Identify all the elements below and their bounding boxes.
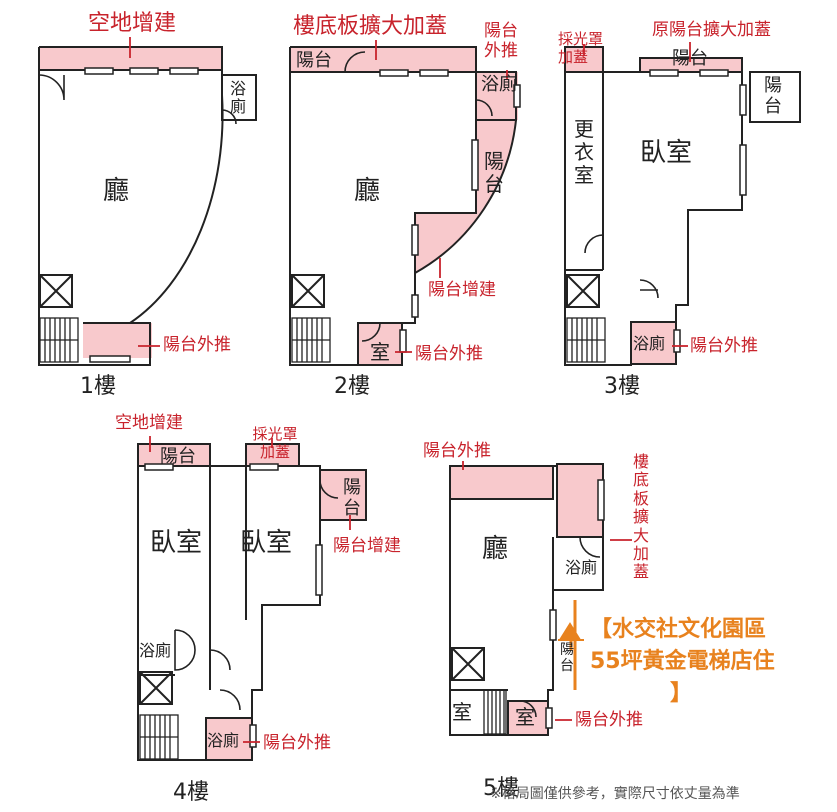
f4-bath-b-label: 浴廁 [207, 731, 240, 750]
floor-label-1: 1樓 [80, 374, 116, 399]
floor-label-2: 2樓 [334, 374, 370, 399]
f1-bath-label: 浴廁 [230, 79, 247, 117]
f3-balcony-label: 陽台 [672, 48, 708, 69]
f3-old-balcony-note: 原陽台擴大加蓋 [652, 20, 771, 40]
f2-bath-label: 浴廁 [481, 74, 517, 95]
f3-bedroom-label: 臥室 [640, 138, 693, 168]
f5-floor-ext-note: 樓底板擴大加蓋 [633, 452, 650, 582]
f2-balcony-ext-note: 陽台增建 [428, 280, 496, 300]
annex-fills [39, 47, 742, 760]
windows [84, 67, 747, 748]
f5-room-b-label: 室 [515, 705, 535, 729]
elevators [39, 274, 600, 705]
f3-closet-label: 更衣室 [574, 117, 594, 187]
f1-hall-label: 廳 [103, 176, 130, 206]
floor-label-3: 3樓 [604, 374, 640, 399]
f2-balcony-label: 陽台 [296, 50, 332, 71]
f5-room-a-label: 室 [452, 700, 472, 724]
promo-marker [558, 600, 584, 690]
f3-bath-label: 浴廁 [633, 334, 666, 353]
f3-balcony-side-label: 陽台 [764, 75, 782, 117]
f2-hall-label: 廳 [354, 176, 381, 206]
f5-hall-label: 廳 [482, 534, 509, 564]
f4-bedroom-b-label: 臥室 [240, 528, 293, 558]
f1-balcony-push-note: 陽台外推 [163, 335, 231, 355]
f4-yard-ext-note: 空地增建 [115, 413, 183, 433]
leader-lines [129, 37, 691, 743]
stairs [39, 317, 606, 760]
f2-floor-ext-note: 樓底板擴大加蓋 [293, 14, 448, 39]
f4-balcony-push-note: 陽台外推 [263, 733, 331, 753]
f3-balcony-push-note: 陽台外推 [690, 336, 758, 356]
promo-text: 【水交社文化園區 55坪黃金電梯店住 】 [560, 614, 775, 710]
f5-bath-label: 浴廁 [565, 558, 598, 577]
doors [38, 51, 659, 718]
promo-line-2: 55坪黃金電梯店住 [590, 648, 775, 674]
floor-label-4: 4樓 [173, 780, 209, 805]
f2-room-label: 室 [370, 340, 390, 364]
f4-balcony-side-label: 陽台 [343, 477, 361, 519]
floor-label-5: 5樓 [483, 776, 519, 801]
walls [38, 46, 801, 761]
f5-balcony-push-top-note: 陽台外推 [423, 441, 491, 461]
f4-balcony-label: 陽台 [160, 446, 196, 467]
f5-balcony-label: 陽台 [560, 642, 574, 675]
promo-line-3: 】 [670, 680, 693, 706]
f2-balcony-push-bottom-note: 陽台外推 [415, 344, 483, 364]
f2-balcony-push-top-note: 陽台外推 [484, 21, 518, 61]
disclaimer: ※格局圖僅供參考，實際尺寸依丈量為準 [490, 786, 740, 802]
f1-yard-ext-note: 空地增建 [88, 11, 177, 36]
f4-bath-a-label: 浴廁 [139, 641, 172, 660]
f4-balcony-ext-note: 陽台增建 [333, 536, 401, 556]
f4-skylight-note: 採光罩加蓋 [252, 425, 298, 461]
f2-balcony-arc-label: 陽台 [484, 149, 504, 196]
promo-line-1: 【水交社文化園區 [590, 617, 767, 642]
f3-skylight-note: 採光罩加蓋 [558, 30, 604, 66]
f5-balcony-push-bottom-note: 陽台外推 [575, 710, 643, 730]
f4-bedroom-a-label: 臥室 [150, 528, 203, 558]
